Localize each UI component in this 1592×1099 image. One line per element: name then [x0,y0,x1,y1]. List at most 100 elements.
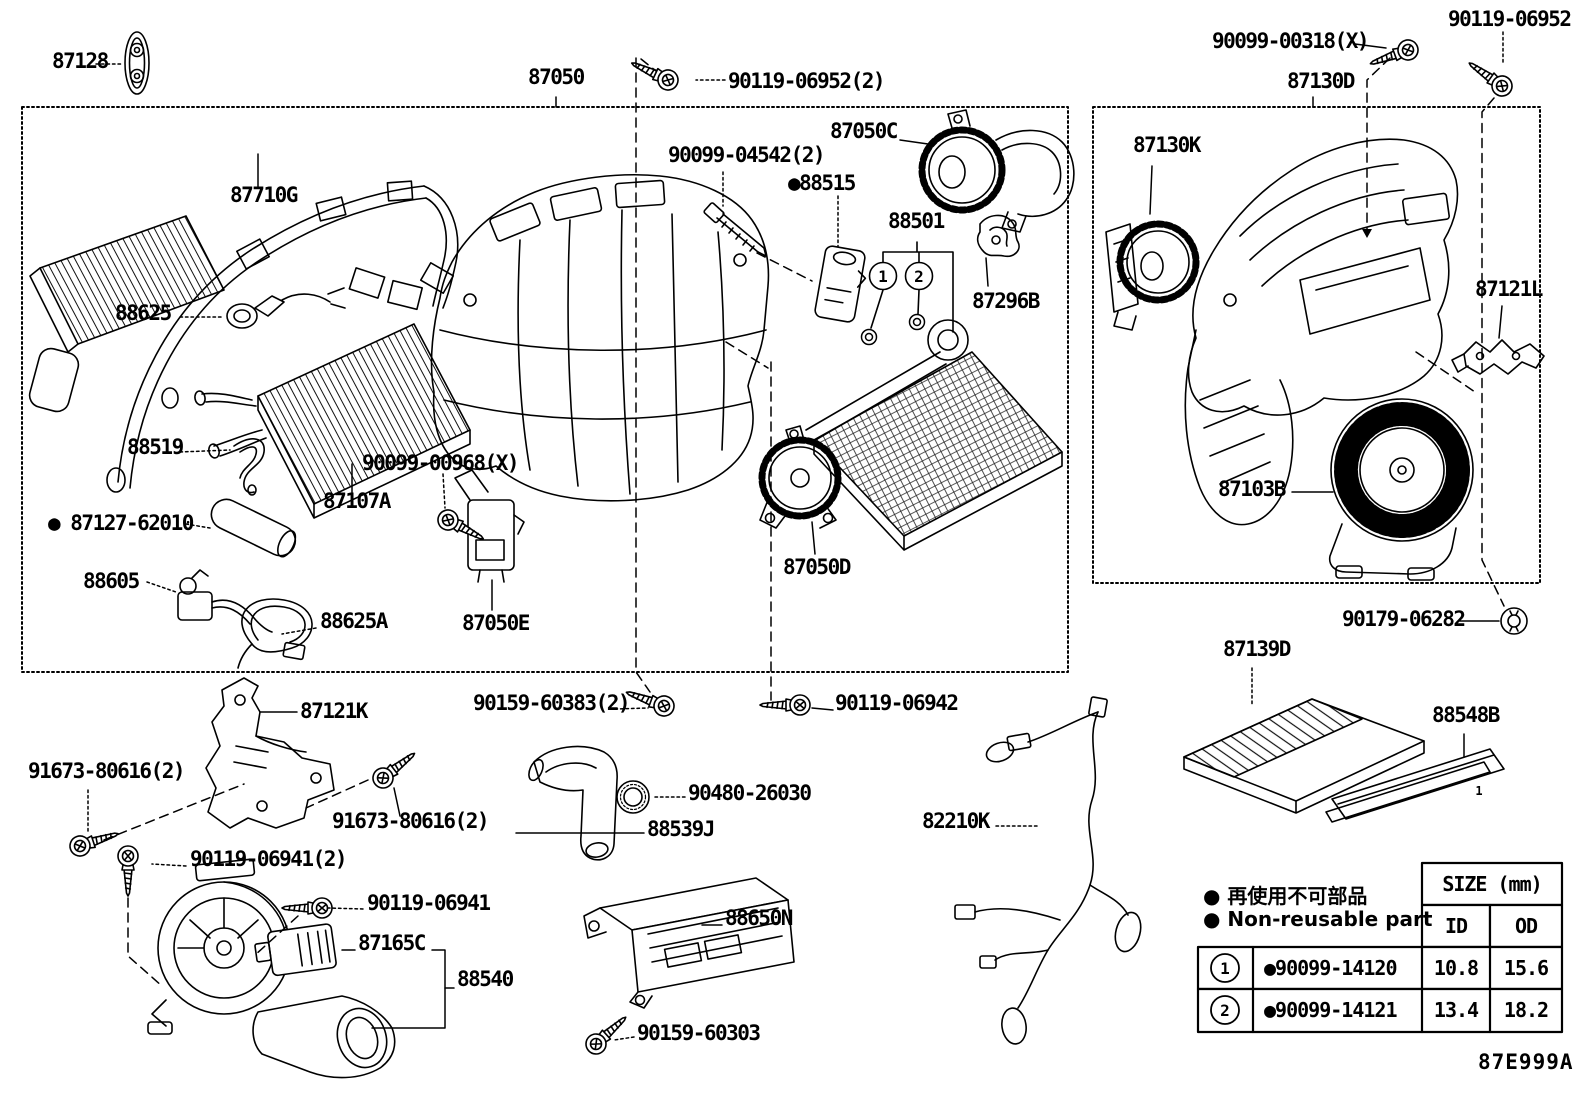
blower-unit-box [1092,106,1541,584]
part-label-82210K: 82210K [922,809,990,833]
part-label-87130K: 87130K [1133,133,1201,157]
blower-unit-case-drawing [1184,138,1459,526]
leader-lines-dotted [87,31,1504,1041]
grommet-90480-drawing [616,780,650,814]
screw-90119-06941-2-drawing [117,845,139,897]
screw-90159-60303-drawing [581,1009,634,1059]
part-label-90159-60383: 90159-60383(2) [473,691,631,715]
part-label-90119-06952: 90119-06952 [1448,7,1572,31]
part-label-90159-60303: 90159-60303 [637,1021,761,1045]
bracket-87121L-drawing [1451,339,1545,375]
size-table-row1-no: 1 [1220,959,1230,978]
servo-motor-87050C-drawing [918,109,1075,233]
screw-90099-00318-drawing [1366,36,1422,74]
part-label-87128: 87128 [52,49,109,73]
aux-core-drawing [28,215,225,413]
part-label-87139D: 87139D [1223,637,1291,661]
wire-harness-82210K-drawing [954,696,1142,1045]
part-label-87050E: 87050E [462,611,530,635]
part-label-90119-06941: 90119-06941 [367,891,491,915]
wire-harness-88625A-drawing [237,598,313,669]
water-pipes-drawing [106,180,459,493]
screw-90119-06942-drawing [759,694,811,716]
size-table-col-od: OD [1515,914,1538,938]
part-label-90179-06282: 90179-06282 [1342,607,1466,631]
size-table-row2-id: 13.4 [1434,998,1479,1022]
size-table-col-id: ID [1445,914,1468,938]
part-label-88548B: 88548B [1432,703,1500,727]
cabin-filter-drawing [1183,698,1425,814]
screw-90119-06952-drawing [1462,54,1517,101]
blower-motor-drawing [1328,398,1474,581]
cover-marker: 1 [1475,784,1482,798]
diagram-code: 87E999A [1478,1050,1574,1074]
part-label-90119-06952-2: 90119-06952(2) [728,69,886,93]
part-label-88515: ●88515 [788,171,856,195]
size-table-row1-id: 10.8 [1434,956,1478,980]
part-label-87050: 87050 [528,65,585,89]
screw-90119-06941-drawing [281,897,333,919]
part-label-88539J: 88539J [647,817,715,841]
grommet-87128-drawing [124,31,150,95]
water-temp-sensor-drawing [226,287,346,329]
defroster-hose-drawing [528,745,618,861]
part-label-87165C: 87165C [358,931,426,955]
legend-non-reusable-en: ● Non-reusable part [1203,907,1433,931]
part-label-87121L: 87121L [1475,277,1543,301]
size-table-title: SIZE (mm) [1442,872,1541,896]
part-label-88501: 88501 [888,209,945,233]
filter-cover-drawing: 1 [1325,748,1505,823]
servo-motor-87130K-drawing [1105,220,1200,331]
part-label-88605: 88605 [83,569,140,593]
assembly-dashed-lines [103,57,1505,987]
drain-hose-drawing [233,438,265,496]
screw-91673-left-drawing [66,823,122,860]
screw-90159-60383-drawing [622,682,678,720]
part-label-87103B: 87103B [1218,477,1286,501]
thermistor-drawing [177,569,273,633]
foam-seal-drawing [210,498,297,558]
size-table-row2-part: ●90099-14121 [1264,998,1397,1022]
screw-90099-00968-drawing [433,505,489,549]
part-label-90099-00318: 90099-00318(X) [1212,29,1370,53]
part-label-90099-04542: 90099-04542(2) [668,143,826,167]
main-unit-box [21,106,1069,673]
part-label-87050C: 87050C [830,119,898,143]
leader-lines-solid [257,43,1503,1029]
part-label-87296B: 87296B [972,289,1040,313]
grommet-90179-drawing [1500,607,1528,635]
part-label-88519: 88519 [127,435,184,459]
legend-non-reusable-jp: ● 再使用不可部品 [1203,884,1368,908]
part-label-87050D: 87050D [783,555,851,579]
part-label-88625A: 88625A [320,609,388,633]
size-table: SIZE (mm) ID OD 1 ●90099-14120 10.8 15.6… [1196,861,1564,1034]
part-label-90119-06942: 90119-06942 [835,691,959,715]
part-label-91673-80616-b: 91673-80616(2) [332,809,490,833]
size-table-row2-od: 18.2 [1504,998,1548,1022]
servo-motor-87050D-drawing [758,425,842,529]
servo-motor-87050E-drawing [454,469,525,583]
oring-set-88501-drawing: 1 2 [860,241,954,346]
screw-91673-right-drawing [368,744,422,793]
size-table-row1-od: 15.6 [1504,956,1548,980]
part-label-88625: 88625 [115,301,172,325]
part-label-90099-00968: 90099-00968(X) [362,451,520,475]
expansion-valve-drawing [814,245,867,323]
part-label-87127-62010: ● 87127-62010 [48,511,194,535]
part-label-88540: 88540 [457,967,514,991]
bracket-87121K-drawing [205,677,335,829]
circled-marker-1: 1 [878,267,888,286]
size-table-row2-no: 2 [1220,1001,1230,1020]
part-label-90119-06941-2: 90119-06941(2) [190,847,348,871]
evaporator-core-drawing [805,319,1063,551]
circled-marker-2: 2 [914,267,924,286]
part-label-87710G: 87710G [230,183,298,207]
blower-resistor-drawing [254,923,337,977]
part-label-88650N: 88650N [725,906,793,930]
blower-assembly-88540-drawing [147,858,396,1079]
part-label-90480-26030: 90480-26030 [688,781,812,805]
part-label-87107A: 87107A [323,489,391,513]
dashed-line-arrowhead [1362,229,1372,238]
